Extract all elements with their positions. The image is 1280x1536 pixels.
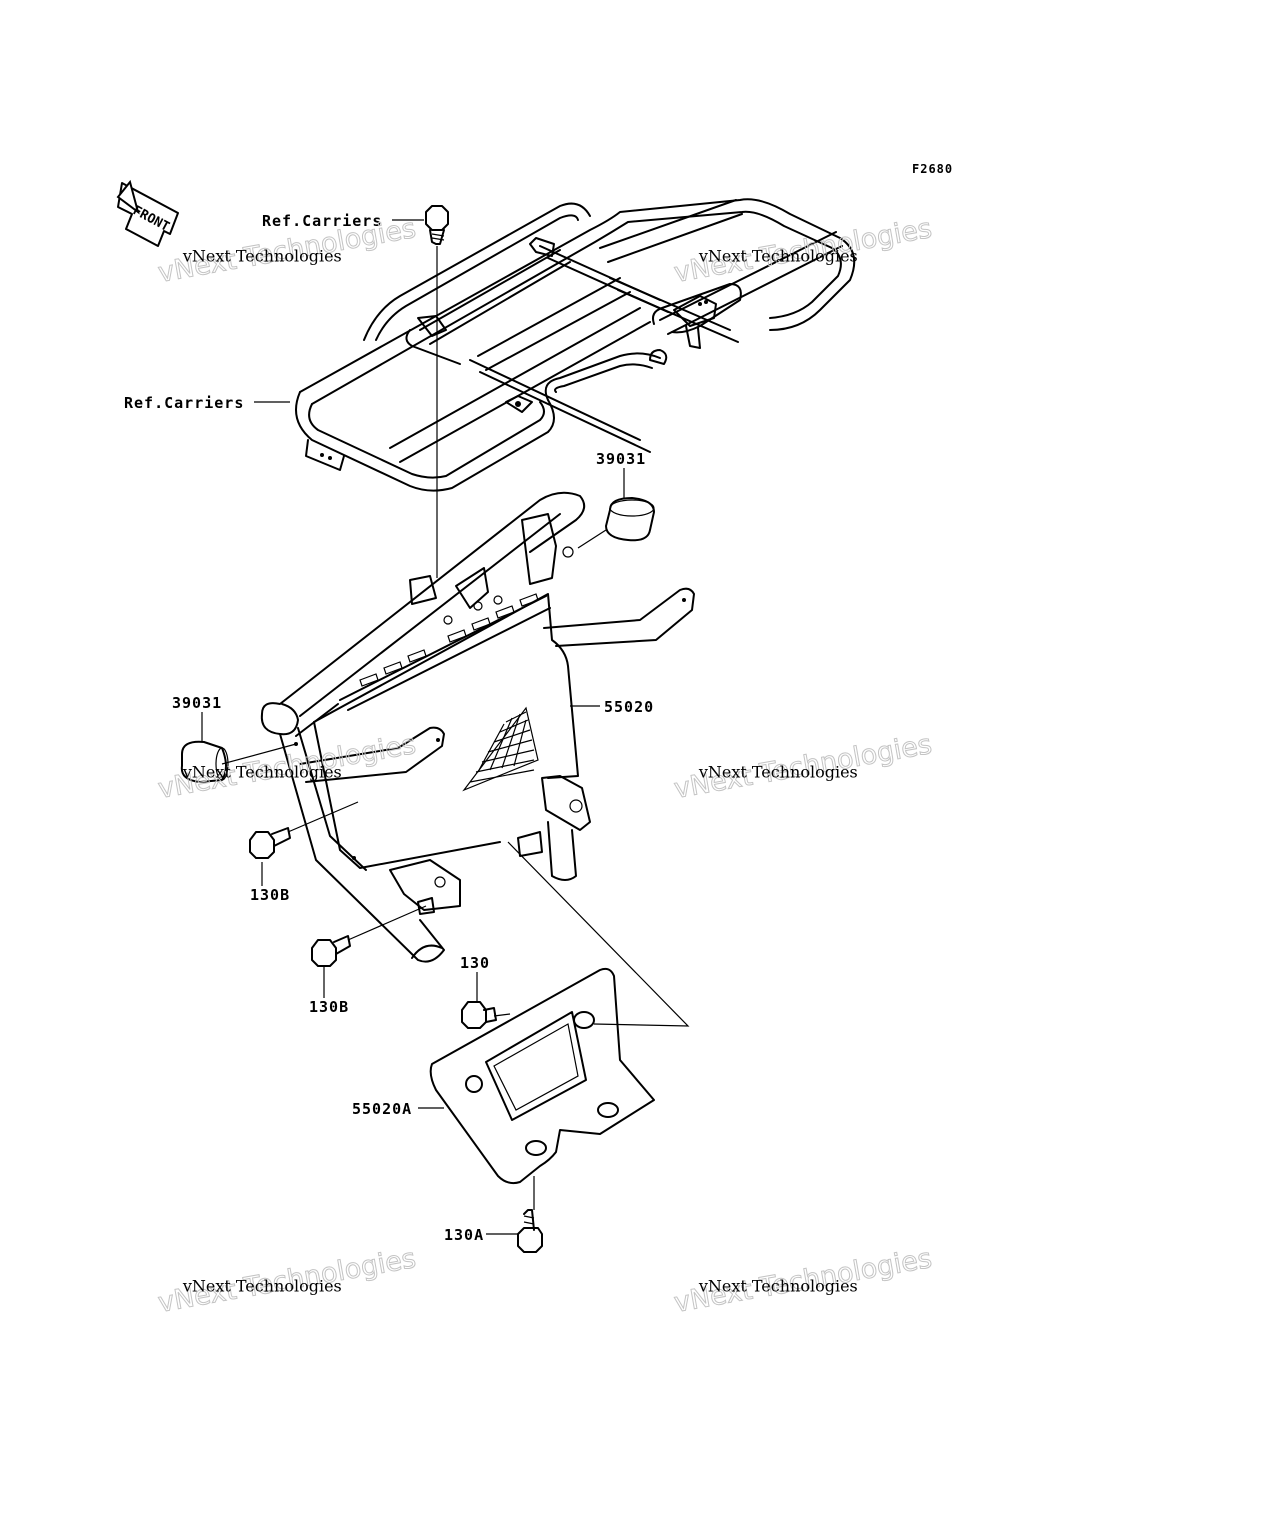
label-130b-upper: 130B: [250, 886, 290, 904]
label-55020a: 55020A: [352, 1100, 412, 1118]
svg-text:vNext Technologies: vNext Technologies: [698, 247, 858, 266]
svg-text:vNext Technologies: vNext Technologies: [698, 1277, 858, 1296]
front-arrow-icon: FRONT: [116, 179, 179, 247]
label-39031-left: 39031: [172, 694, 222, 712]
guard-plate-55020a: [429, 967, 655, 1185]
svg-text:vNext Technologies: vNext Technologies: [698, 763, 858, 782]
bolt-130: [461, 1001, 497, 1029]
watermark-3: vNext Technologies vNext Technologies: [155, 729, 418, 806]
label-130: 130: [460, 954, 490, 972]
bolt-130a: [517, 1209, 543, 1253]
diagram-code: F2680: [912, 162, 953, 176]
svg-text:vNext Technologies: vNext Technologies: [182, 247, 342, 266]
label-130b-lower: 130B: [309, 998, 349, 1016]
mesh-pattern: [462, 706, 539, 792]
front-guard-55020: [260, 491, 695, 963]
collar-39031-left: [180, 740, 229, 783]
label-ref-carriers-side: Ref.Carriers: [124, 394, 244, 412]
svg-text:vNext Technologies: vNext Technologies: [182, 763, 342, 782]
bolt-130b-upper: [249, 827, 291, 859]
carrier-bolt-top: [425, 205, 449, 245]
collar-39031-right: [605, 497, 655, 542]
label-55020: 55020: [604, 698, 654, 716]
watermark-6: vNext Technologies vNext Technologies: [671, 1243, 934, 1320]
label-39031-right: 39031: [596, 450, 646, 468]
bolt-130b-lower: [311, 935, 351, 967]
watermark-5: vNext Technologies vNext Technologies: [155, 1243, 418, 1320]
leader-lines: [201, 219, 690, 1235]
label-130a: 130A: [444, 1226, 484, 1244]
carrier-rack: [295, 198, 856, 492]
svg-text:vNext Technologies: vNext Technologies: [182, 1277, 342, 1296]
watermark-4: vNext Technologies vNext Technologies: [671, 729, 934, 806]
label-ref-carriers-top: Ref.Carriers: [262, 212, 382, 230]
